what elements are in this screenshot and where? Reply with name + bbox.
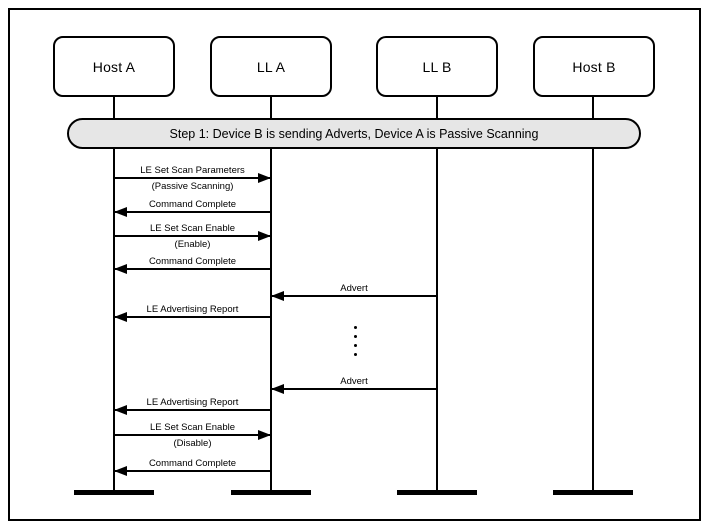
continuation-ellipsis-icon: [354, 326, 357, 356]
arrowhead-left-icon: [114, 207, 127, 217]
message-arrow-left: [114, 207, 271, 217]
participant-ll-b: LL B: [376, 36, 498, 97]
message-le-set-scan-parameters: LE Set Scan Parameters (Passive Scanning…: [114, 165, 271, 192]
message-le-advertising-report-1: LE Advertising Report: [114, 304, 271, 322]
step-banner-label: Step 1: Device B is sending Adverts, Dev…: [169, 126, 539, 141]
message-arrow-right: [114, 231, 271, 241]
message-label: Command Complete: [148, 458, 237, 469]
message-label: LE Set Scan Parameters: [140, 165, 245, 176]
message-arrow-left: [271, 291, 437, 301]
participant-label: Host A: [92, 58, 136, 75]
participant-host-b: Host B: [533, 36, 655, 97]
participant-label: Host B: [572, 58, 616, 75]
lifeline-end-bar-ll-a: [231, 490, 311, 495]
arrowhead-left-icon: [114, 405, 127, 415]
lifeline-host-b: [592, 97, 594, 492]
message-arrow-left: [114, 405, 271, 415]
lifeline-end-bar-ll-b: [397, 490, 477, 495]
participant-label: LL A: [256, 58, 286, 75]
message-command-complete-2: Command Complete: [114, 256, 271, 274]
message-arrow-left: [114, 466, 271, 476]
arrowhead-left-icon: [114, 466, 127, 476]
message-label: LE Advertising Report: [146, 304, 239, 315]
step-banner: Step 1: Device B is sending Adverts, Dev…: [67, 118, 641, 149]
arrowhead-left-icon: [114, 312, 127, 322]
message-label: LE Set Scan Enable: [149, 223, 236, 234]
message-command-complete-3: Command Complete: [114, 458, 271, 476]
arrowhead-right-icon: [258, 231, 271, 241]
participant-host-a: Host A: [53, 36, 175, 97]
message-label: Command Complete: [148, 256, 237, 267]
message-label: Advert: [340, 283, 368, 294]
participant-label: LL B: [422, 58, 452, 75]
message-label: LE Set Scan Enable: [149, 422, 236, 433]
message-le-set-scan-enable-enable: LE Set Scan Enable (Enable): [114, 223, 271, 250]
lifeline-ll-b: [436, 97, 438, 492]
message-le-set-scan-enable-disable: LE Set Scan Enable (Disable): [114, 422, 271, 449]
lifeline-end-bar-host-b: [553, 490, 633, 495]
message-command-complete-1: Command Complete: [114, 199, 271, 217]
message-arrow-right: [114, 430, 271, 440]
message-sublabel: (Disable): [173, 438, 212, 449]
message-advert-2: Advert: [271, 376, 437, 394]
message-arrow-left: [114, 312, 271, 322]
arrowhead-right-icon: [258, 173, 271, 183]
lifeline-host-a: [113, 97, 115, 492]
message-arrow-right: [114, 173, 271, 183]
message-sublabel: (Passive Scanning): [151, 181, 234, 192]
message-le-advertising-report-2: LE Advertising Report: [114, 397, 271, 415]
message-advert-1: Advert: [271, 283, 437, 301]
lifeline-end-bar-host-a: [74, 490, 154, 495]
arrowhead-right-icon: [258, 430, 271, 440]
message-label: Advert: [340, 376, 368, 387]
message-label: LE Advertising Report: [146, 397, 239, 408]
message-arrow-left: [271, 384, 437, 394]
message-label: Command Complete: [148, 199, 237, 210]
arrowhead-left-icon: [271, 291, 284, 301]
message-arrow-left: [114, 264, 271, 274]
arrowhead-left-icon: [271, 384, 284, 394]
arrowhead-left-icon: [114, 264, 127, 274]
participant-ll-a: LL A: [210, 36, 332, 97]
message-sublabel: (Enable): [174, 239, 211, 250]
